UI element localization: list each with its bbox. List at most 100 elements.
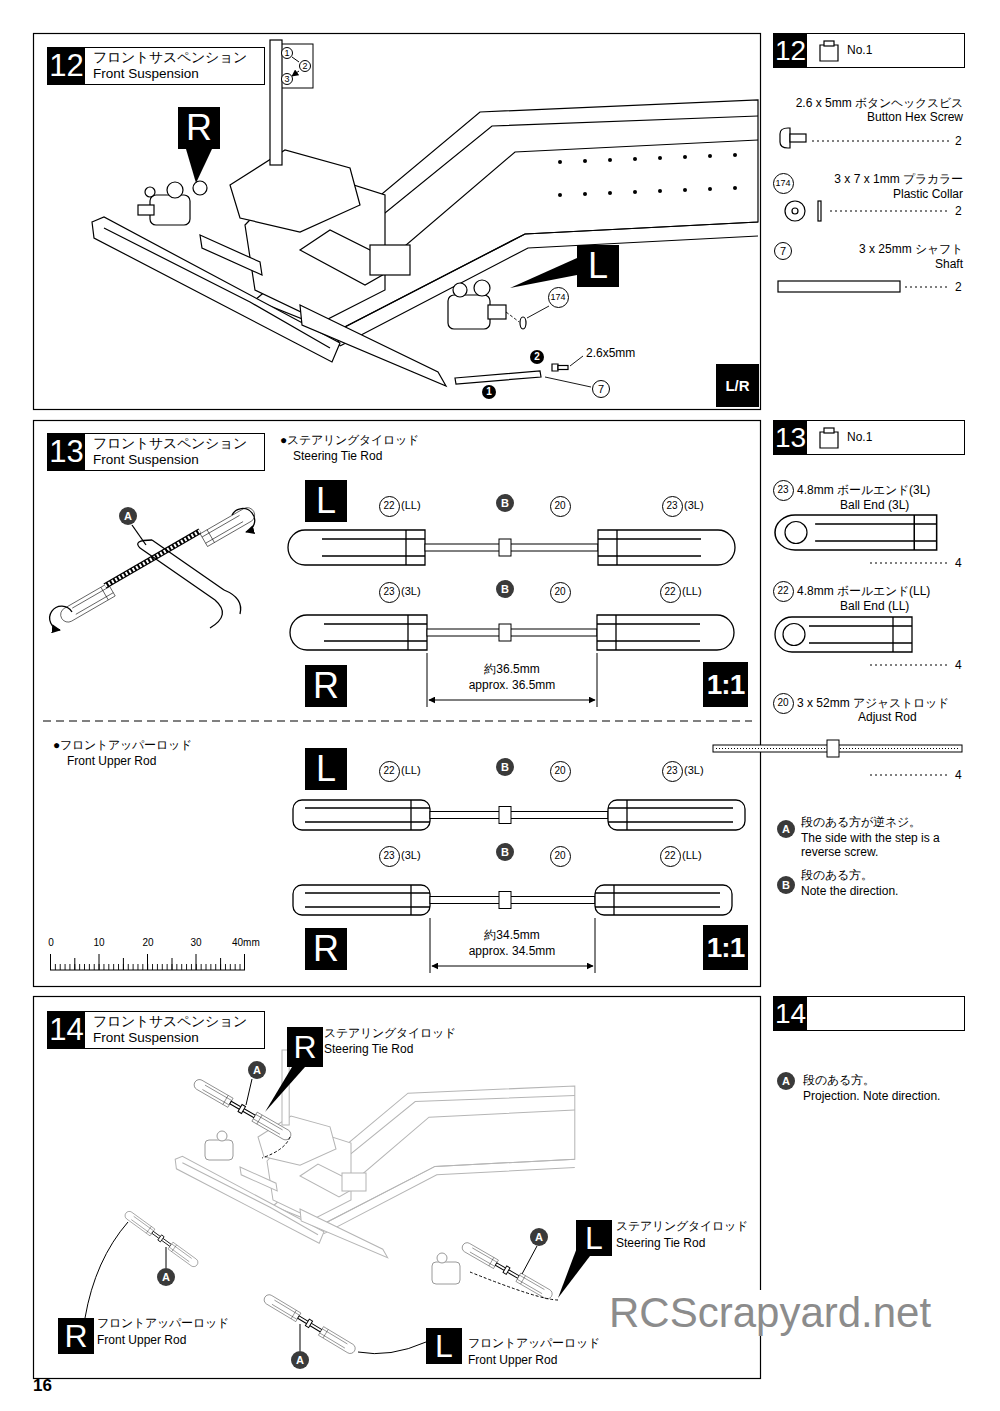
note-letter: B xyxy=(496,580,514,598)
title-line: フロントサスペンション xyxy=(93,1014,247,1030)
part-number: 174 xyxy=(548,287,569,308)
part-number: 20 xyxy=(550,582,571,603)
annotation-text: approx. 36.5mm xyxy=(469,678,556,692)
note-letter: A xyxy=(291,1351,309,1369)
marker-letter: R xyxy=(186,110,212,146)
marker-letter: 1:1 xyxy=(707,671,744,699)
part-number: 20 xyxy=(550,761,571,782)
title-line: Front Suspension xyxy=(93,66,247,82)
bag-number: No.1 xyxy=(847,421,872,454)
watermark: RCScrapyard.net xyxy=(607,1290,933,1336)
side-marker: L xyxy=(305,480,347,522)
annotation-text: (3L) xyxy=(401,849,421,862)
note-letter: B xyxy=(496,758,514,776)
side-marker: L xyxy=(577,245,619,287)
title-line: フロントサスペンション xyxy=(93,50,247,66)
annotation-text: 2 xyxy=(955,280,962,294)
annotation-text: 4 xyxy=(955,556,962,570)
annotation-text: Steering Tie Rod xyxy=(324,1042,413,1056)
part-number: 7 xyxy=(592,380,610,398)
annotation-text: Ball End (3L) xyxy=(840,498,909,512)
step-title: フロントサスペンションFront Suspension xyxy=(85,434,255,470)
annotation-text: 3 x 52mm アジャストロッド xyxy=(797,696,949,710)
step-number: 12 xyxy=(774,34,807,67)
marker-letter: L xyxy=(585,1222,603,1254)
annotation-text: 2 xyxy=(955,204,962,218)
side-marker: R xyxy=(178,107,220,149)
side-marker: R xyxy=(58,1318,94,1354)
annotation-text: 4.8mm ボールエンド(LL) xyxy=(797,584,930,598)
scale-marker: 1:1 xyxy=(703,662,748,707)
part-number: 1 xyxy=(281,47,293,59)
order-number: 1 xyxy=(482,385,496,399)
annotation-text: ステアリングタイロッド xyxy=(324,1026,456,1040)
annotation-text: (3L) xyxy=(684,764,704,777)
note-letter: A xyxy=(119,507,137,525)
annotation-text: 段のある方。 xyxy=(801,868,873,882)
annotation-text: Front Upper Rod xyxy=(67,754,156,768)
step-number: 13 xyxy=(48,434,85,470)
left-right-marker: L/R xyxy=(716,364,759,407)
step-header: 13フロントサスペンションFront Suspension xyxy=(47,433,265,471)
part-number: 22 xyxy=(660,582,681,603)
step-number: 14 xyxy=(774,997,807,1030)
annotation-text: approx. 34.5mm xyxy=(469,944,556,958)
annotation-text: Projection. Note direction. xyxy=(803,1089,940,1103)
annotation-text: 段のある方が逆ネジ。 xyxy=(801,815,921,829)
marker-letter: R xyxy=(293,1031,316,1063)
side-marker: R xyxy=(305,928,347,970)
part-number: 22 xyxy=(379,761,400,782)
side-marker: R xyxy=(305,665,347,707)
bag-number: No.1 xyxy=(847,34,872,67)
step-header: 12フロントサスペンションFront Suspension xyxy=(47,47,265,85)
side-marker: R xyxy=(287,1027,323,1067)
annotation-text: 4.8mm ボールエンド(3L) xyxy=(797,483,930,497)
annotation-text: 3 x 7 x 1mm プラカラー xyxy=(834,172,963,186)
part-number: 23 xyxy=(662,496,683,517)
annotation-text: 3 x 25mm シャフト xyxy=(859,242,963,256)
note-letter: B xyxy=(496,843,514,861)
order-number: 2 xyxy=(530,350,544,364)
annotation-text: (LL) xyxy=(401,499,421,512)
marker-letter: R xyxy=(313,931,339,967)
parts-bag-header: 13 No.1 xyxy=(773,420,965,455)
note-letter: B xyxy=(777,876,795,894)
annotation-text: 約34.5mm xyxy=(484,928,539,942)
marker-letter: L/R xyxy=(725,378,749,393)
marker-letter: L xyxy=(316,751,336,787)
annotation-text: Button Hex Screw xyxy=(867,110,963,124)
marker-letter: 1:1 xyxy=(707,934,744,962)
part-number: 20 xyxy=(773,693,794,714)
marker-letter: L xyxy=(316,483,336,519)
annotation-text: 2.6 x 5mm ボタンヘックスビス xyxy=(796,96,963,110)
annotation-text: 40mm xyxy=(232,937,260,949)
note-letter: A xyxy=(530,1228,548,1246)
step-number: 14 xyxy=(48,1012,85,1048)
parts-bag-header: 14 xyxy=(773,996,965,1031)
parts-bag-header: 12 No.1 xyxy=(773,33,965,68)
part-number: 20 xyxy=(550,496,571,517)
title-line: Front Suspension xyxy=(93,1030,247,1046)
annotation-text: フロントアッパーロッド xyxy=(468,1336,600,1350)
marker-letter: L xyxy=(588,248,608,284)
step-number: 13 xyxy=(774,421,807,454)
step-title: フロントサスペンションFront Suspension xyxy=(85,48,255,84)
part-number: 22 xyxy=(379,496,400,517)
annotation-text: 10 xyxy=(93,937,104,949)
annotation-text: Plastic Collar xyxy=(893,187,963,201)
annotation-text: Steering Tie Rod xyxy=(616,1236,705,1250)
annotation-text: Steering Tie Rod xyxy=(293,449,382,463)
part-number: 7 xyxy=(774,242,792,260)
annotation-text: Note the direction. xyxy=(801,884,898,898)
annotation-text: 20 xyxy=(142,937,153,949)
part-number: 3 xyxy=(281,73,293,85)
part-number: 23 xyxy=(379,582,400,603)
annotation-text: (LL) xyxy=(682,585,702,598)
note-letter: A xyxy=(157,1268,175,1286)
annotation-text: Adjust Rod xyxy=(858,710,917,724)
annotation-text: Ball End (LL) xyxy=(840,599,909,613)
side-marker: L xyxy=(576,1220,612,1256)
annotation-text: (3L) xyxy=(684,499,704,512)
part-number: 23 xyxy=(662,761,683,782)
part-number: 20 xyxy=(550,846,571,867)
